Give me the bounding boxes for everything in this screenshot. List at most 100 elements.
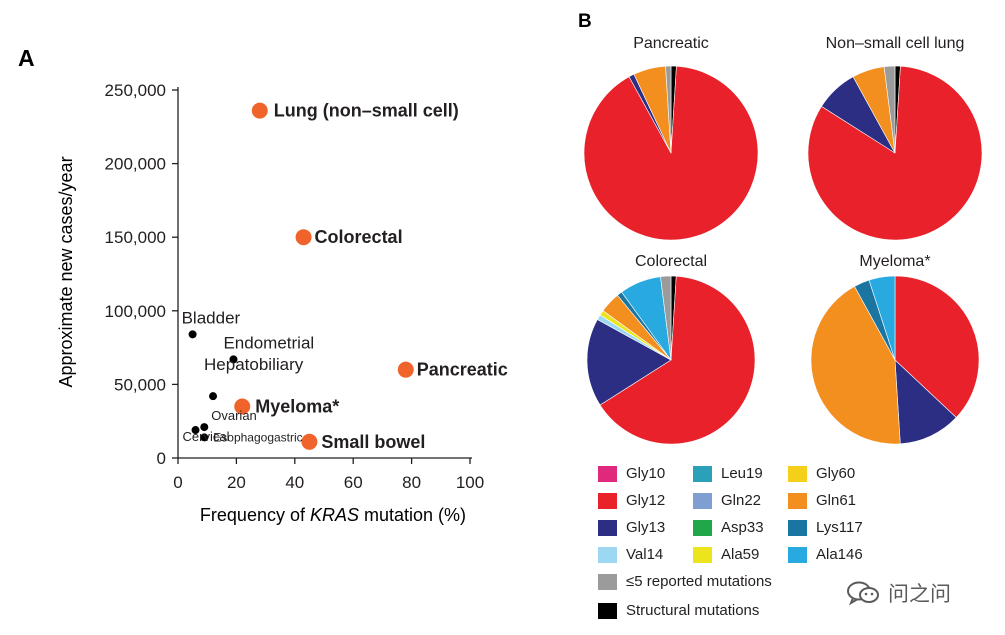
data-point: Esophagogastric [200,430,303,444]
watermark-text: 问之问 [888,582,951,606]
legend-swatch [693,519,712,536]
pie-slice [660,275,672,361]
data-point: Cervical [183,426,230,444]
y-tick-label: 100,000 [105,302,166,321]
legend-item: Ala59 [693,546,759,563]
legend-swatch [598,546,617,563]
data-point: Hepatobiliary [204,355,304,401]
y-axis-label: Approximate new cases/year [56,156,76,387]
pie-title: Non–small cell lung [826,35,965,52]
point-label: Lung (non–small cell) [274,101,459,121]
legend-label: Gln61 [816,492,857,509]
data-point: Lung (non–small cell) [251,101,459,121]
legend-item: ≤5 reported mutations [598,573,772,590]
y-tick-label: 0 [157,449,166,468]
x-tick-label: 40 [285,473,304,492]
point-marker [229,355,238,364]
point-marker [188,330,197,339]
legend-label: ≤5 reported mutations [626,573,772,590]
legend-label: Ala146 [816,546,863,563]
pie-slice [665,65,672,154]
pie-slice [894,275,980,418]
point-marker [251,102,268,119]
pie-slice [599,275,756,445]
x-axis-label-prefix: Frequency of [200,505,310,525]
x-tick-label: 100 [456,473,484,492]
legend-item: Gly60 [788,465,855,482]
legend-label: Leu19 [721,465,763,482]
point-label: Cervical [183,429,230,444]
legend-item: Asp33 [693,519,764,536]
legend-swatch [693,492,712,509]
point-label: Bladder [182,308,241,327]
legend-swatch [693,546,712,563]
legend-label: Gln22 [721,492,762,509]
pie-title: Myeloma* [859,253,930,270]
pie-title: Pancreatic [633,35,709,52]
legend-item: Val14 [598,546,663,563]
legend-swatch [788,465,807,482]
x-axis-label-gene: KRAS [310,505,359,525]
point-marker [234,398,251,415]
panel-label-b: B [578,11,592,32]
pie-slice [883,65,896,154]
legend-item: Leu19 [693,465,763,482]
point-label: Ovarian [211,408,257,423]
point-label: Small bowel [321,432,425,452]
legend-item: Structural mutations [598,602,759,619]
data-point: Endometrial [223,333,314,364]
point-label: Colorectal [315,227,403,247]
y-tick-label: 200,000 [105,155,166,174]
pie-slice [894,359,957,445]
data-point: Pancreatic [397,360,508,380]
legend-item: Ala146 [788,546,863,563]
legend-swatch [598,573,617,590]
point-marker [301,433,318,450]
legend-swatch [788,546,807,563]
legend-label: Ala59 [721,546,760,563]
x-tick-label: 60 [344,473,363,492]
point-marker [191,426,200,435]
legend-item: Gln22 [693,492,761,509]
x-tick-label: 80 [402,473,421,492]
scatter-points: Lung (non–small cell) ColorectalPancreati… [182,101,508,452]
legend-swatch [598,465,617,482]
legend-label: Gly10 [626,465,666,482]
pie-chart: Colorectal [586,253,756,445]
point-marker [200,433,209,442]
legend-swatch [598,602,617,619]
legend-item: Gly13 [598,519,665,536]
x-axis-label-suffix: mutation (%) [359,505,466,525]
legend-label: Asp33 [721,519,764,536]
legend-item: Gln61 [788,492,856,509]
wechat-icon [847,581,879,606]
data-point: Colorectal [295,227,403,247]
x-tick-label: 0 [173,473,182,492]
legend-swatch [788,492,807,509]
legend-swatch [693,465,712,482]
pie-chart: Pancreatic [583,35,759,241]
point-label: Myeloma* [255,396,339,416]
point-marker [200,423,209,432]
point-label: Endometrial [223,333,314,352]
legend-swatch [598,492,617,509]
x-tick-label: 20 [227,473,246,492]
x-axis-label: Frequency of KRAS mutation (%) [200,505,466,525]
scatter-axes [177,87,472,459]
point-marker [209,392,218,401]
data-point: Small bowel [301,432,425,452]
legend-item: Lys117 [788,519,863,536]
legend-item: Gly12 [598,492,665,509]
data-point: Bladder [182,308,241,339]
point-label: Pancreatic [417,360,508,380]
y-tick-label: 50,000 [114,375,166,394]
watermark: 问之问 [846,578,951,608]
point-label: Esophagogastric [213,430,302,444]
point-marker [295,229,312,246]
legend-label: Gly60 [816,465,856,482]
